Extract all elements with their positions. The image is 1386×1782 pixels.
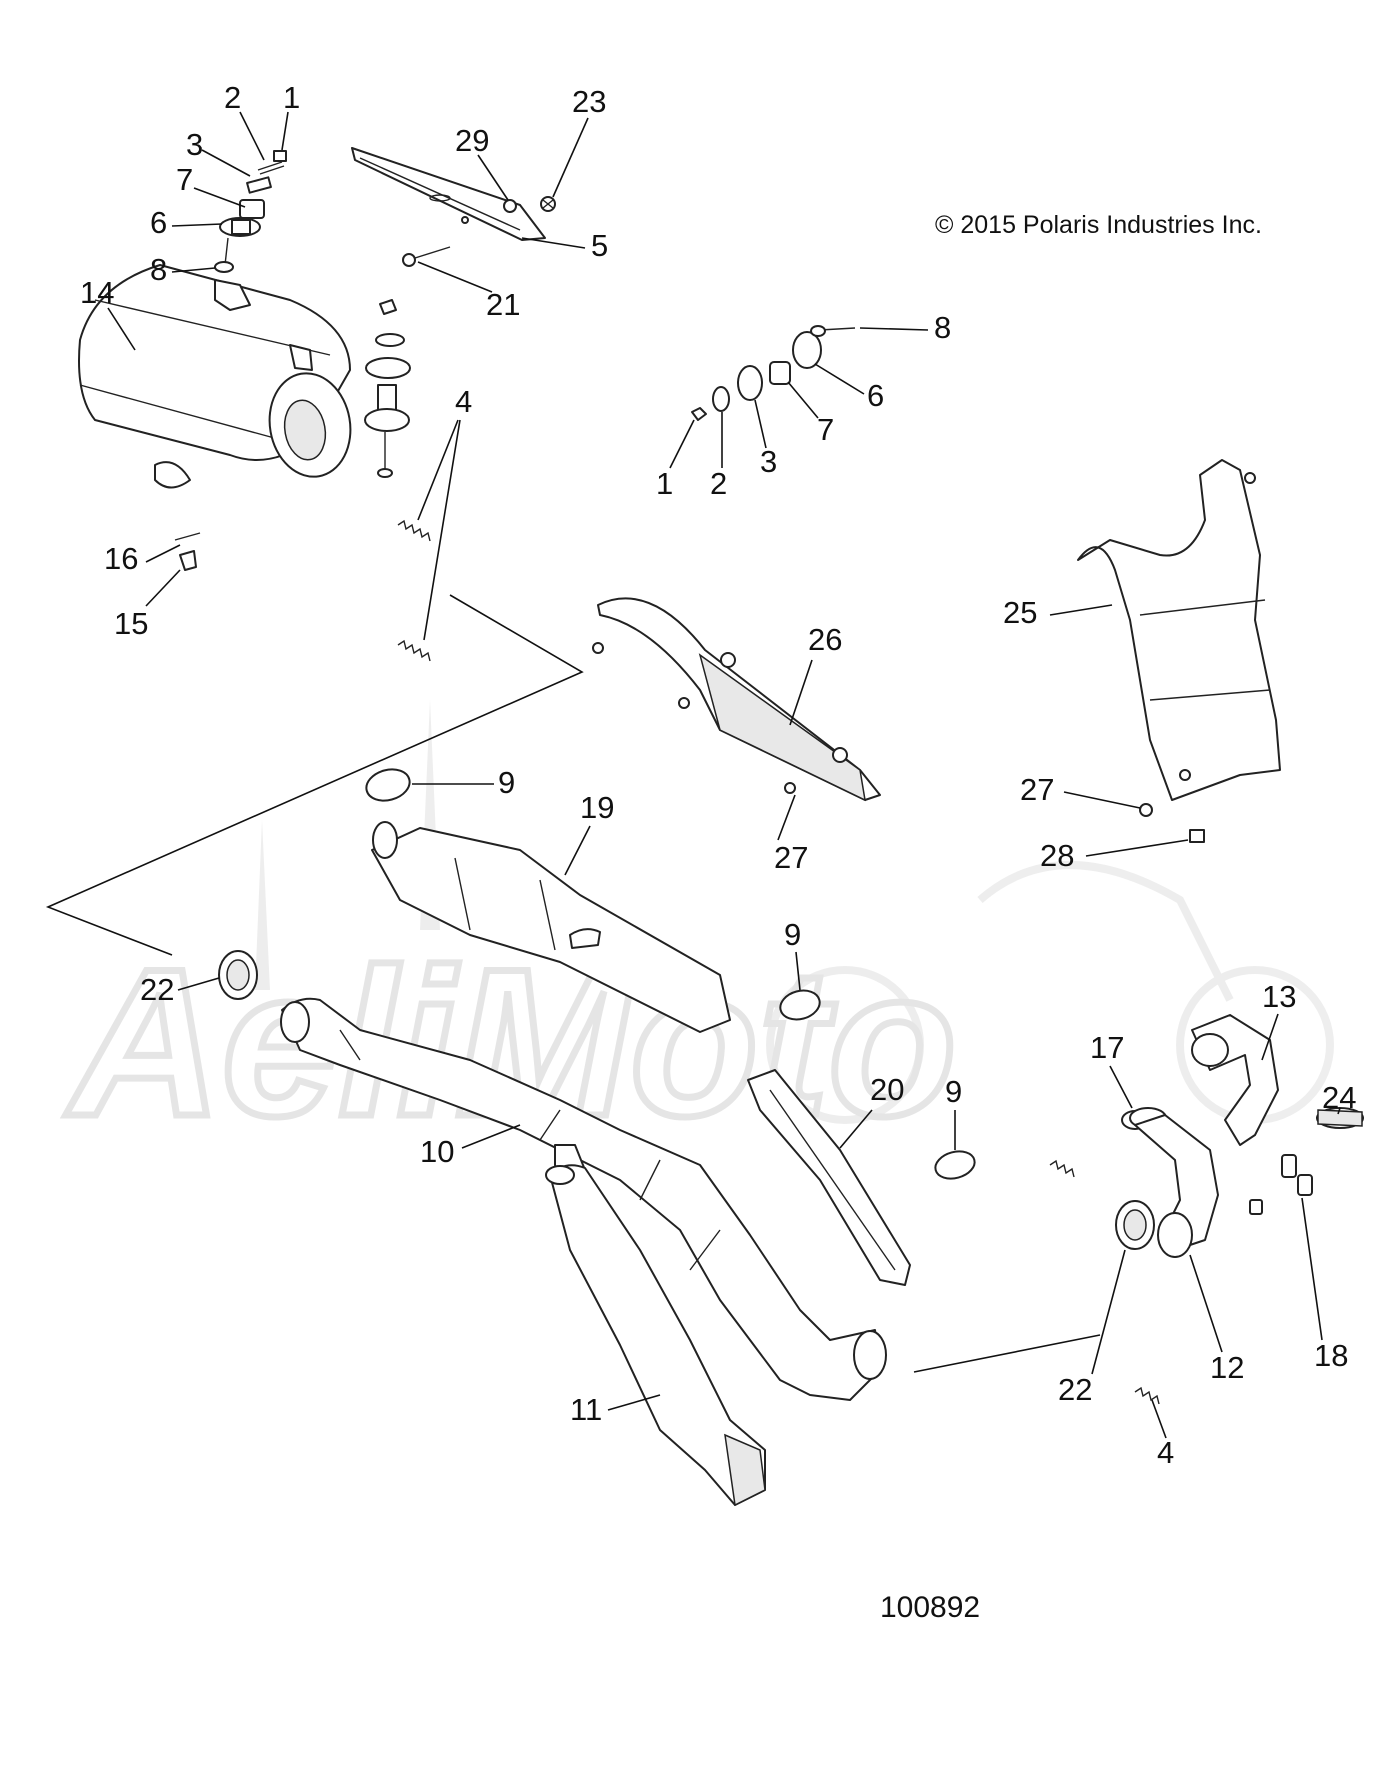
callout-label: 9 — [784, 917, 801, 952]
callout-label: 23 — [572, 84, 606, 119]
part-head-pipe-upper-right — [1191, 1014, 1364, 1146]
callout-label: 14 — [80, 275, 114, 310]
callout-label: 4 — [1157, 1435, 1174, 1470]
callout-label: 8 — [150, 252, 167, 287]
part-heat-shield-center — [592, 597, 881, 802]
callout-labels: 2 1 3 7 6 8 29 23 5 21 14 16 15 4 8 6 7 — [80, 80, 1356, 1470]
callout-label: 8 — [934, 310, 951, 345]
callout-label: 5 — [591, 228, 608, 263]
callout-label: 25 — [1003, 595, 1037, 630]
part-heat-shield-lower — [747, 1069, 911, 1286]
callout-label: 6 — [867, 378, 884, 413]
callout-label: 4 — [455, 384, 472, 419]
callout-label: 6 — [150, 205, 167, 240]
callout-label: 16 — [104, 541, 138, 576]
callout-label: 19 — [580, 790, 614, 825]
copyright-text: © 2015 Polaris Industries Inc. — [935, 211, 1262, 239]
callout-label: 27 — [774, 840, 808, 875]
callout-label: 1 — [656, 466, 673, 501]
part-studs — [1249, 1154, 1313, 1215]
part-clamps — [365, 768, 976, 1180]
part-mount-hardware-right — [691, 325, 856, 421]
callout-label: 29 — [455, 123, 489, 158]
callout-label: 7 — [817, 412, 834, 447]
callout-label: 22 — [1058, 1372, 1092, 1407]
callout-label: 18 — [1314, 1338, 1348, 1373]
part-heat-shield-top — [351, 147, 556, 267]
callout-label: 28 — [1040, 838, 1074, 873]
callout-label: 27 — [1020, 772, 1054, 807]
callout-label: 11 — [570, 1392, 602, 1427]
figure-id: 100892 — [880, 1591, 980, 1624]
part-muffler — [78, 264, 352, 571]
part-mount-hardware-left — [214, 150, 287, 273]
callout-label: 9 — [498, 765, 515, 800]
part-head-pipe-lower — [545, 1164, 766, 1507]
part-pipe-upper — [371, 821, 731, 1033]
part-head-pipe-right — [1129, 1107, 1219, 1258]
part-heat-shield-right — [1077, 459, 1281, 843]
callout-label: 12 — [1210, 1350, 1244, 1385]
callout-label: 7 — [176, 162, 193, 197]
callout-label: 20 — [870, 1072, 904, 1107]
callout-label: 22 — [140, 972, 174, 1007]
part-springs — [397, 519, 1160, 1405]
assembly-guide-lines — [45, 594, 1101, 1373]
callout-label: 26 — [808, 622, 842, 657]
callout-label: 2 — [224, 80, 241, 115]
callout-label: 13 — [1262, 979, 1296, 1014]
watermark: AeliMoto — [62, 700, 1334, 1164]
callout-label: 3 — [186, 127, 203, 162]
callout-label: 3 — [760, 444, 777, 479]
callout-label: 21 — [486, 287, 520, 322]
part-mount-hardware-center — [364, 299, 411, 478]
callout-label: 10 — [420, 1134, 454, 1169]
callout-label: 2 — [710, 466, 727, 501]
callout-label: 9 — [945, 1074, 962, 1109]
callout-label: 17 — [1090, 1030, 1124, 1065]
callout-label: 1 — [283, 80, 300, 115]
callout-label: 15 — [114, 606, 148, 641]
